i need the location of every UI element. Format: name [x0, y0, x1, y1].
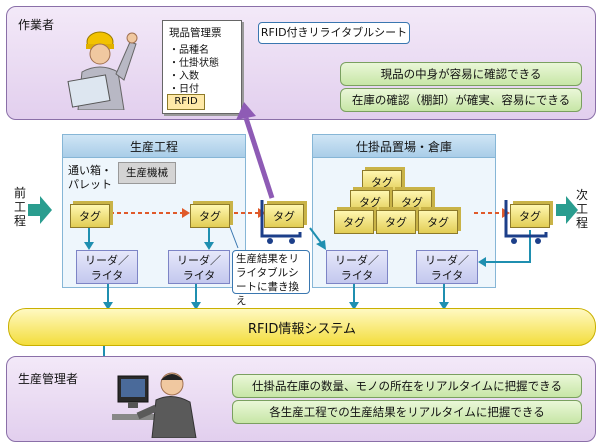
tag: タグ	[70, 204, 110, 228]
production-section-title: 生産工程	[63, 135, 245, 158]
sheet-item: ・仕掛状態	[169, 58, 219, 69]
worker-label: 作業者	[18, 18, 55, 32]
tag: タグ	[510, 204, 550, 228]
manager-benefit: 各生産工程での生産結果をリアルタイムに把握できる	[232, 400, 582, 424]
worker-benefit: 在庫の確認（棚卸）が確実、容易にできる	[340, 88, 582, 112]
reader-writer: リーダ／ ライタ	[326, 250, 388, 284]
machine-label: 生産機械	[118, 162, 176, 184]
manager-benefit: 仕掛品在庫の数量、モノの所在をリアルタイムに把握できる	[232, 374, 582, 398]
prev-process-label: 前工程	[14, 186, 27, 228]
rfid-sheet-callout: RFID付きリライタブルシート	[258, 22, 410, 44]
tag: タグ	[334, 210, 374, 234]
reader-writer: リーダ／ ライタ	[416, 250, 478, 284]
worker-figure-icon	[64, 20, 144, 110]
manager-at-computer-icon	[112, 362, 198, 438]
sheet-item: ・品種名	[169, 45, 209, 56]
reader-writer: リーダ／ ライタ	[76, 250, 138, 284]
tag: タグ	[264, 204, 304, 228]
tag: タグ	[190, 204, 230, 228]
manager-panel	[6, 356, 596, 442]
worker-benefit: 現品の中身が容易に確認できる	[340, 62, 582, 86]
manager-label: 生産管理者	[18, 372, 79, 386]
tag: タグ	[418, 210, 458, 234]
sheet-item: ・日付	[169, 84, 199, 95]
rfid-system-bar: RFID情報システム	[8, 308, 596, 346]
sheet-rfid-label: RFID	[167, 94, 205, 110]
management-sheet: 現品管理票 ・品種名 ・仕掛状態 ・入数 ・日付 RFID	[162, 20, 242, 114]
next-process-label: 次工程	[576, 188, 589, 230]
rewrite-callout: 生産結果をリライタブルシートに書き換え	[232, 250, 310, 307]
sheet-title: 現品管理票	[169, 27, 222, 39]
wip-section-title: 仕掛品置場・倉庫	[313, 135, 495, 158]
reader-writer: リーダ／ ライタ	[168, 250, 230, 284]
tag: タグ	[376, 210, 416, 234]
sheet-item: ・入数	[169, 71, 199, 82]
container-label: 通い箱・ パレット	[68, 164, 112, 191]
